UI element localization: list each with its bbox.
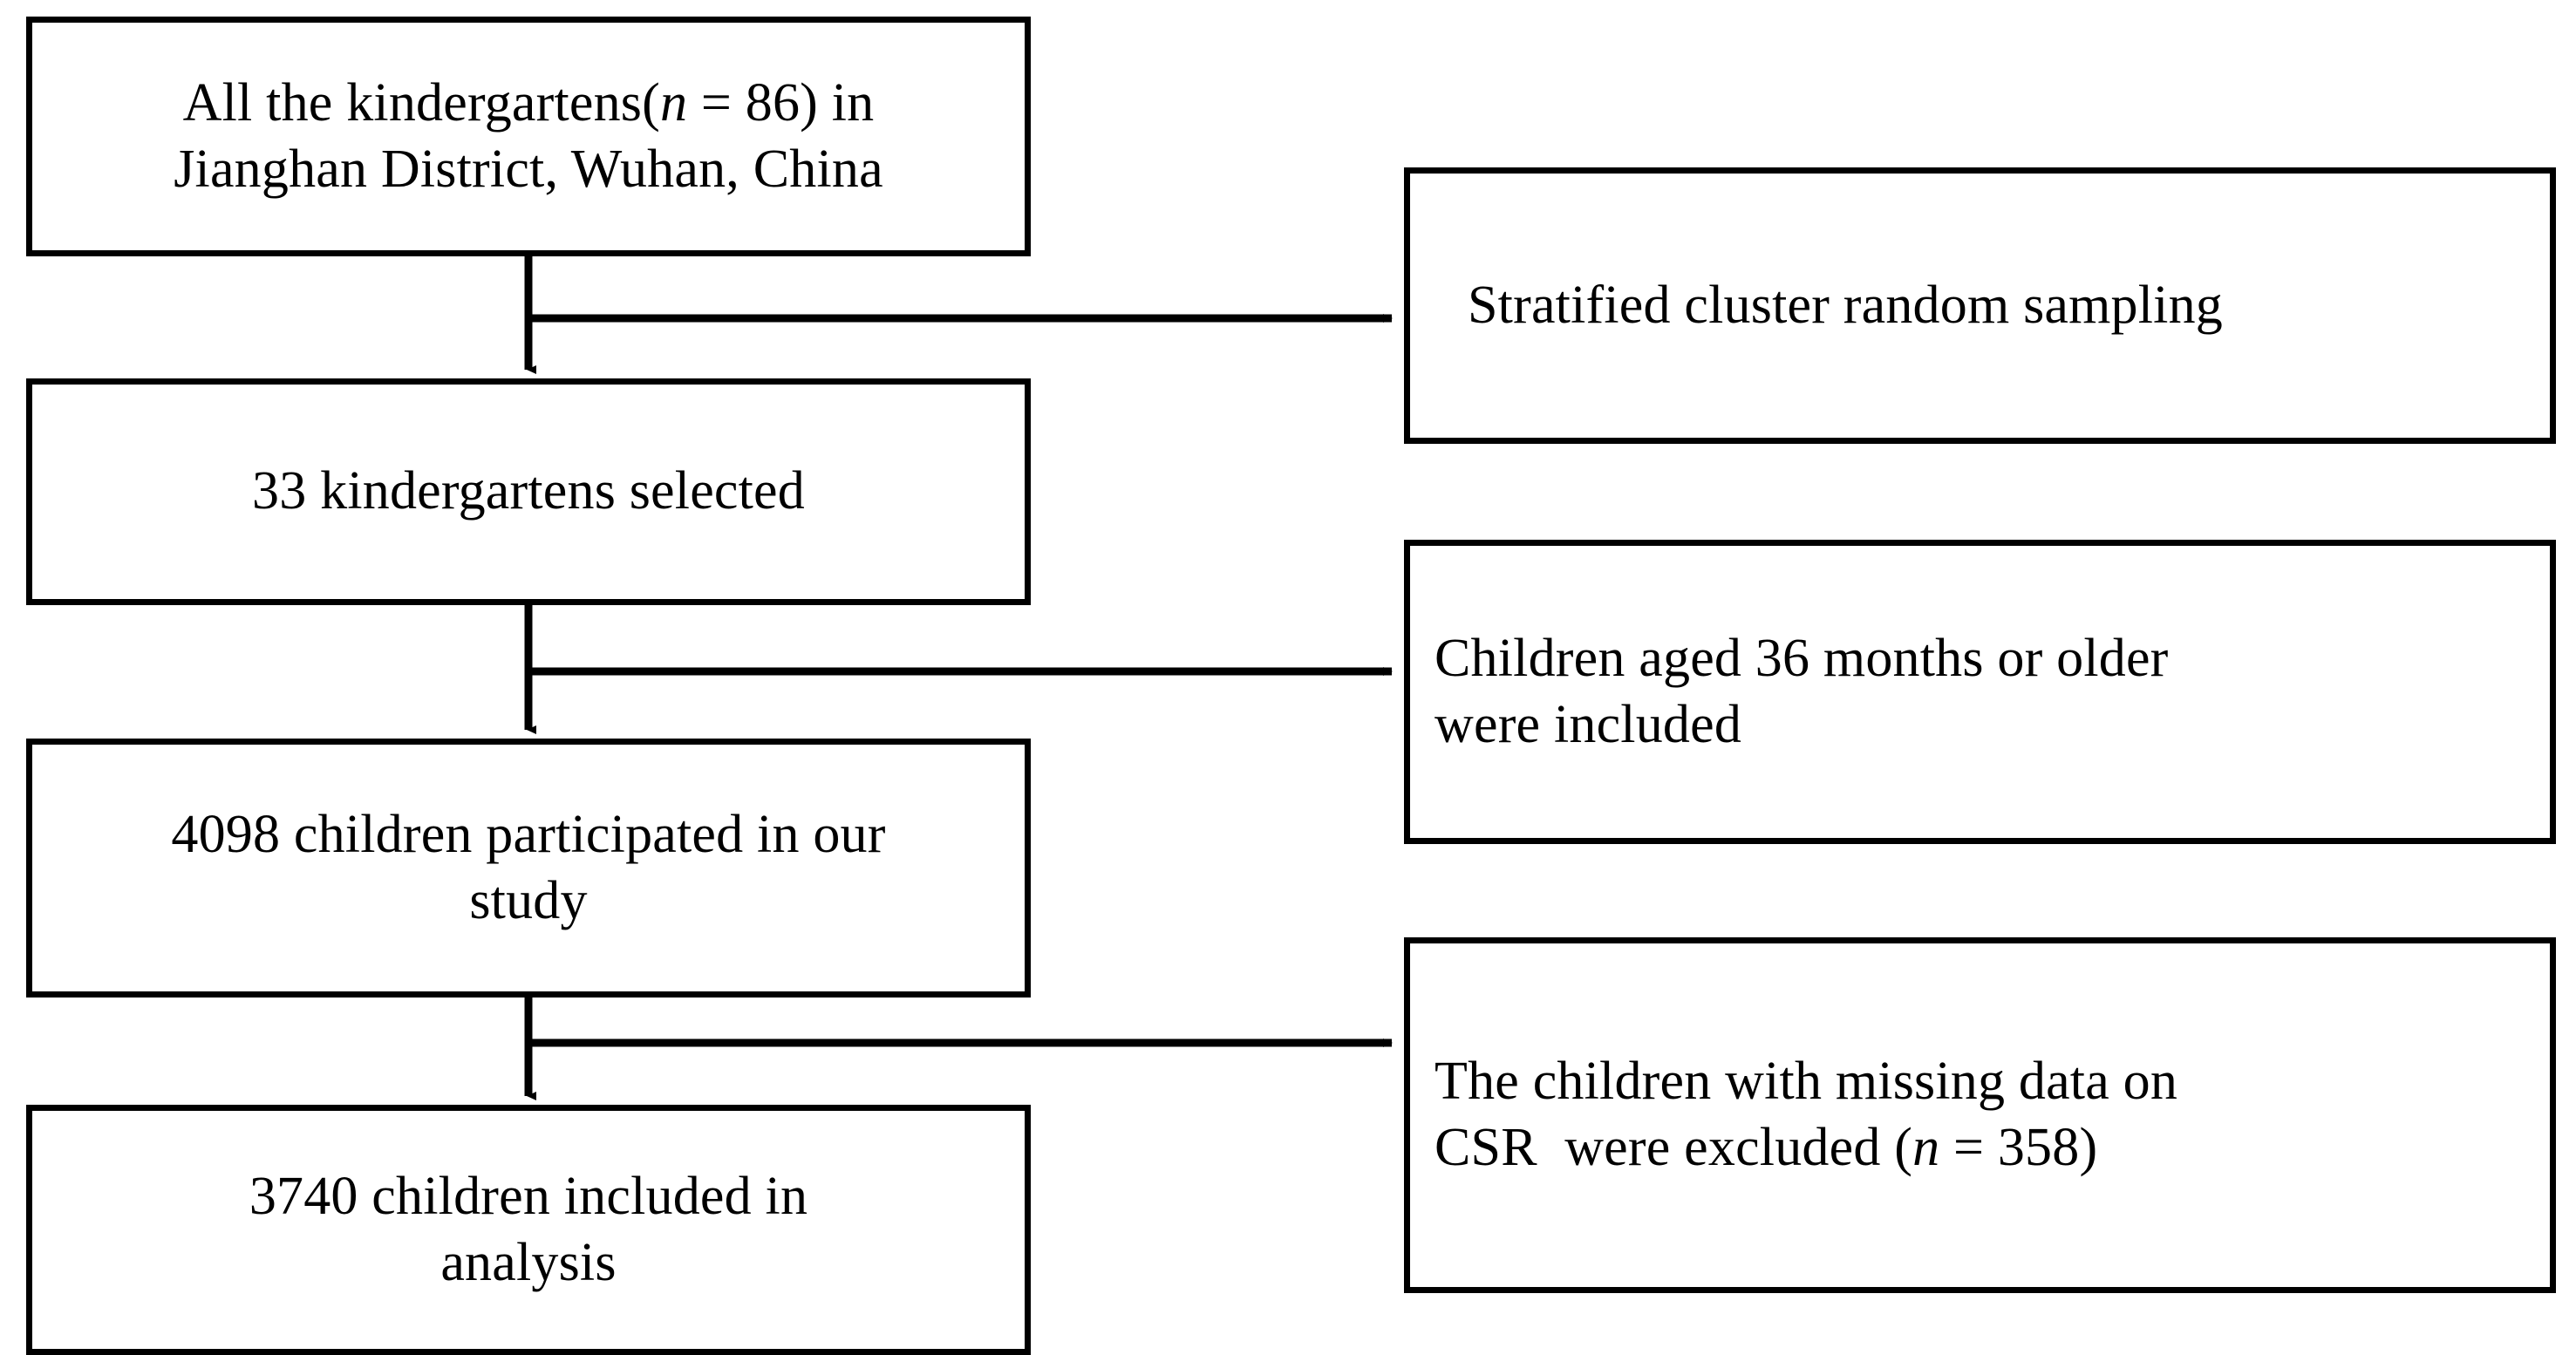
all-kindergartens-line2: Jianghan District, Wuhan, China — [174, 139, 883, 199]
included-analysis-line1: 3740 children included in — [249, 1166, 808, 1226]
included-analysis-line2: analysis — [440, 1232, 617, 1292]
connector-all-to-selected — [524, 256, 1393, 374]
exclusion-criteria-line1: The children with missing data on — [1435, 1052, 2178, 1112]
all-kindergartens-line1-post: = 86) in — [687, 72, 875, 133]
connector-selected-to-participated — [524, 605, 1393, 734]
inclusion-criteria-line2: were included — [1435, 694, 1742, 754]
exclusion-criteria-n-symbol: n — [1912, 1118, 1940, 1177]
exclusion-criteria-line2-pre: CSR were excluded ( — [1435, 1118, 1913, 1177]
node-exclusion-criteria-text: The children with missing data on CSR wer… — [1410, 1049, 2550, 1181]
participated-children-line2: study — [469, 870, 588, 930]
node-exclusion-criteria: The children with missing data on CSR wer… — [1404, 937, 2556, 1293]
node-selected-kindergartens-text: 33 kindergartens selected — [252, 461, 805, 521]
all-kindergartens-line1-pre: All the kindergartens( — [182, 72, 660, 133]
participated-children-line1: 4098 children participated in our — [171, 804, 886, 864]
all-kindergartens-n-symbol: n — [659, 72, 688, 133]
inclusion-criteria-line1: Children aged 36 months or older — [1435, 628, 2169, 688]
node-selected-kindergartens: 33 kindergartens selected — [26, 378, 1031, 605]
connector-participated-to-included — [524, 998, 1393, 1100]
node-sampling-method-text: Stratified cluster random sampling — [1468, 275, 2223, 335]
node-sampling-method: Stratified cluster random sampling — [1404, 167, 2556, 444]
exclusion-criteria-line2-post: = 358) — [1939, 1118, 2098, 1177]
